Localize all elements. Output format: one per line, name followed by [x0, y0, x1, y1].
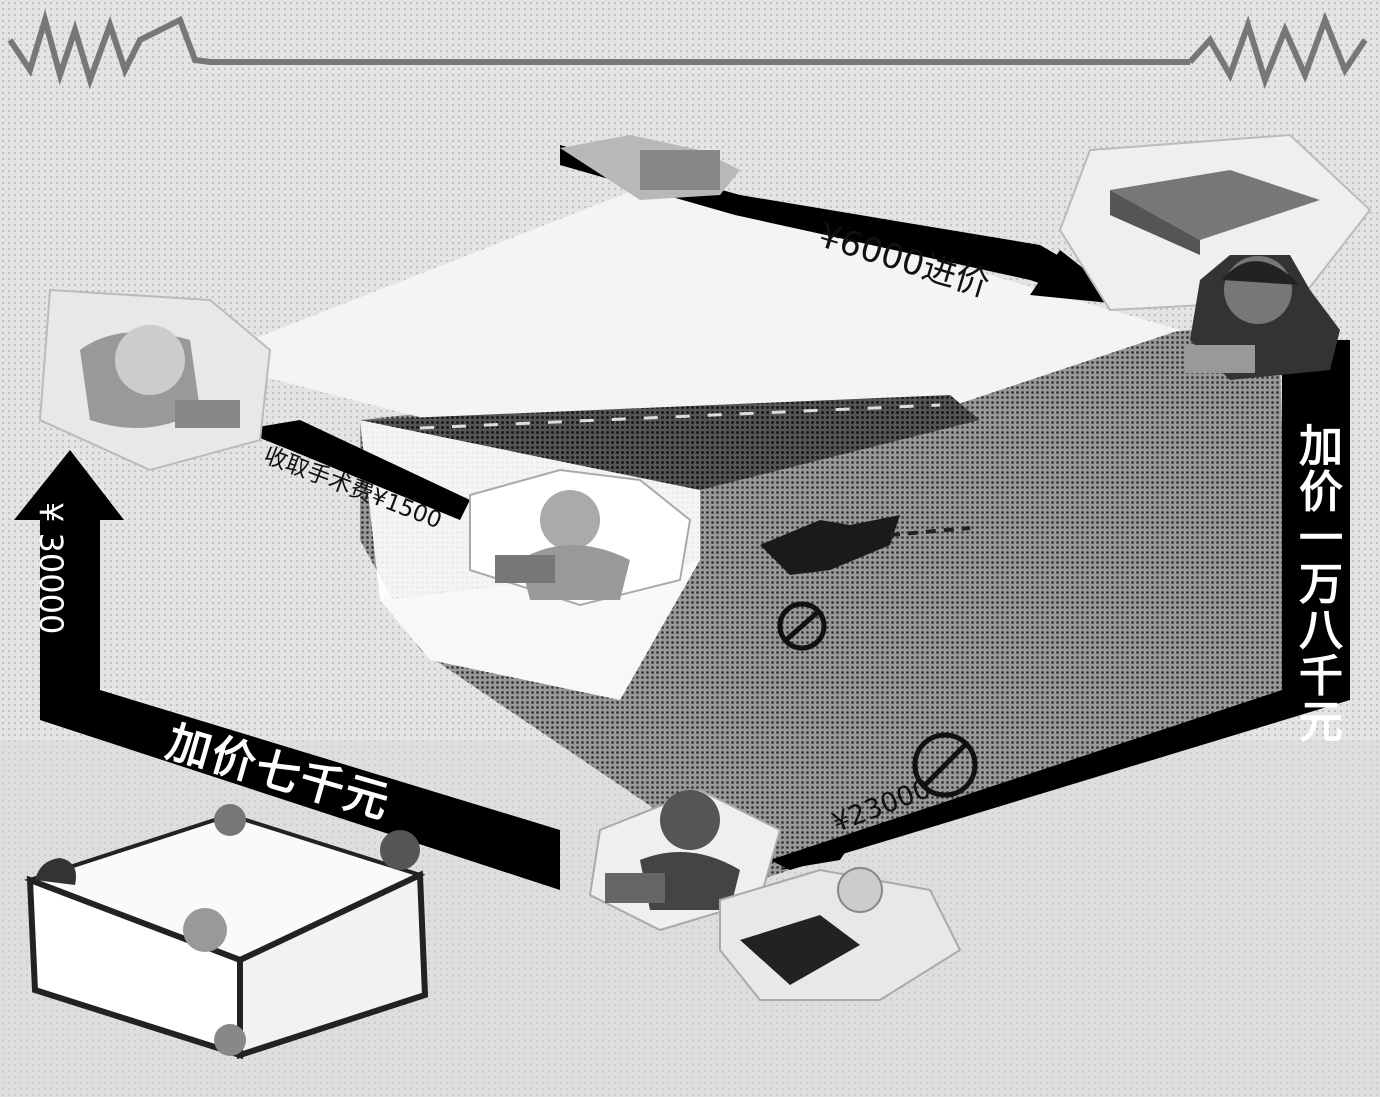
- arrow-bottom-head: [780, 830, 860, 870]
- staff-badge: [605, 873, 665, 903]
- markup-label-eighteen-thousand: 加价一万八千元: [1299, 421, 1343, 748]
- pulse-line-left: [7, 9, 1190, 90]
- patient-silhouette: [760, 515, 900, 575]
- prohibited-sign-top: [777, 601, 827, 651]
- arrow-left-frame: [14, 450, 560, 890]
- person-bottom: [214, 1024, 246, 1056]
- person-middle: [183, 908, 227, 952]
- bottom-box-side: [237, 870, 429, 1060]
- doctor-badge: [495, 555, 555, 583]
- distributor-badge: [1185, 345, 1255, 373]
- product-box: [740, 915, 860, 985]
- person-left: [35, 858, 76, 885]
- pill-bottle: [837, 867, 883, 913]
- person-top-left: [214, 804, 246, 836]
- seller-badge: [175, 400, 240, 428]
- operating-strip: [360, 395, 980, 490]
- room-area: [200, 180, 1180, 490]
- pulse-line-right: [1187, 11, 1368, 89]
- price-label-patient: ¥ 30000: [32, 502, 70, 635]
- person-top-right: [380, 830, 420, 870]
- prohibited-sign-bottom: [912, 732, 978, 798]
- arrow-surgery-fee: [240, 420, 470, 520]
- arrow-right-frame: [770, 340, 1350, 870]
